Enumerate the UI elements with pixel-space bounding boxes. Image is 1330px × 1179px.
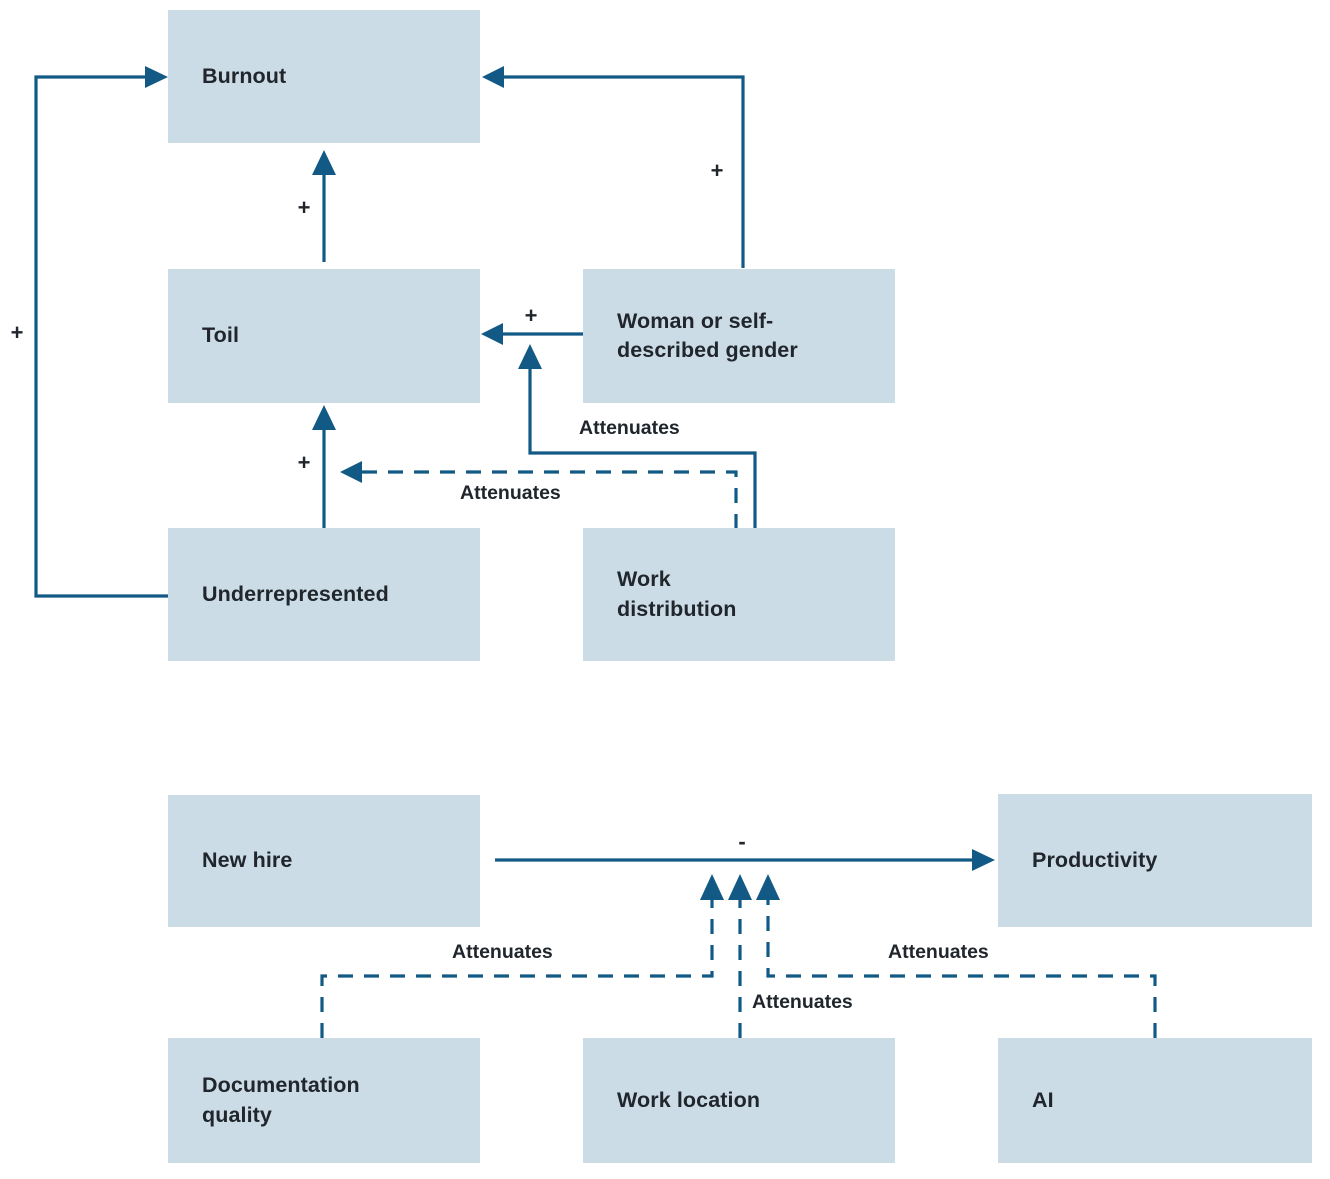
node-woman-or-self-described-gender-label: Woman or self- described gender [617,308,798,362]
node-documentation-quality[interactable]: Documentation quality [168,1038,480,1163]
node-new-hire[interactable]: New hire [168,795,480,927]
arrowhead-work-distribution-attenuates-woman [518,344,542,369]
arrowhead-underrepresented-toil [312,405,336,430]
sign-toil-burnout: + [297,195,311,220]
node-woman-or-self-described-gender[interactable]: Woman or self- described gender [583,269,895,403]
node-work-location[interactable]: Work location [583,1038,895,1163]
arrowhead-toil-burnout [312,150,336,175]
label-attenuates-ai: Attenuates [888,941,989,963]
node-underrepresented-label: Underrepresented [202,581,389,606]
node-underrepresented[interactable]: Underrepresented [168,528,480,661]
node-work-distribution-label: Work distribution [617,567,737,621]
sign-woman-burnout: + [710,158,724,183]
node-productivity[interactable]: Productivity [998,794,1312,927]
node-ai-label: AI [1032,1087,1054,1112]
node-work-distribution[interactable]: Work distribution [583,528,895,661]
arrowhead-new-hire-productivity [972,849,995,871]
arrowhead-ai-attenuates [756,874,780,900]
arrowhead-woman-toil [481,323,503,345]
sign-underrepresented-burnout: + [10,320,24,345]
arrowhead-work-location-attenuates [728,874,752,900]
edge-woman-burnout [499,75,745,268]
label-attenuates-woman: Attenuates [579,417,680,439]
label-attenuates-documentation: Attenuates [452,941,553,963]
label-attenuates-underrepresented: Attenuates [460,482,561,504]
arrowhead-woman-burnout [482,66,504,88]
arrowhead-underrepresented-burnout [145,66,168,88]
sign-new-hire-productivity: - [738,829,746,854]
node-productivity-label: Productivity [1032,847,1158,872]
node-ai[interactable]: AI [998,1038,1312,1163]
sign-woman-toil: + [524,303,538,328]
arrowhead-work-distribution-attenuates-underrepresented [340,461,362,483]
node-toil-label: Toil [202,323,240,348]
edge-underrepresented-burnout [34,75,168,598]
node-burnout[interactable]: Burnout [168,10,480,143]
label-attenuates-work-location: Attenuates [752,991,853,1013]
node-toil[interactable]: Toil [168,269,480,403]
node-work-location-label: Work location [617,1087,761,1112]
sign-underrepresented-toil: + [297,450,311,475]
node-new-hire-label: New hire [202,848,293,873]
node-documentation-quality-label: Documentation quality [202,1073,360,1127]
node-burnout-label: Burnout [202,63,287,88]
arrowhead-documentation-quality-attenuates [700,874,724,900]
